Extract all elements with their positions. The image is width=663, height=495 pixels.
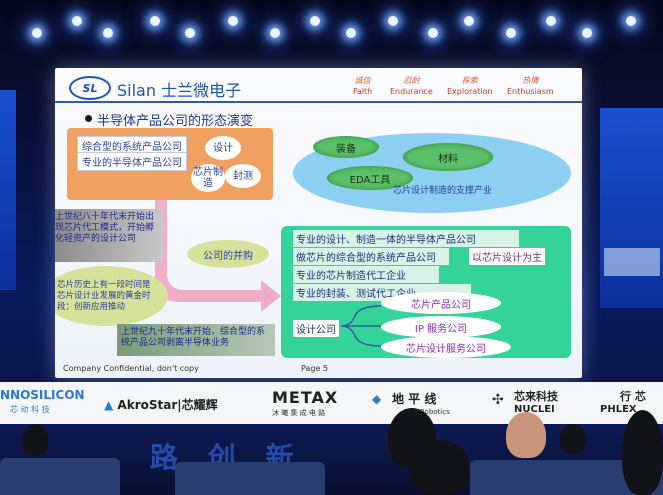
branch-chip-product: 芯片产品公司 (381, 292, 501, 314)
stage-light (626, 16, 636, 26)
right-side-screen (600, 108, 663, 308)
sponsor-phlex: 行 芯 (620, 390, 646, 403)
audience-head (622, 410, 663, 495)
stage-light (582, 28, 592, 38)
row-idm: 专业的设计、制造一体的半导体产品公司 (293, 230, 519, 247)
akrostar-icon: ▲ (104, 398, 114, 412)
sponsor-akrostar: ▲ AkroStar|芯耀辉 (104, 396, 218, 413)
branch-ip-service: IP 服务公司 (381, 316, 501, 338)
branch-connector (341, 305, 382, 347)
sponsor-nuclei: 芯来科技 (514, 390, 558, 403)
green-panel: 专业的设计、制造一体的半导体产品公司 做芯片的综合型的系统产品公司 以芯片设计为… (281, 226, 571, 358)
sponsor-horizon-sub: Robotics (420, 408, 450, 416)
nuclei-icon: ✣ (492, 392, 504, 408)
motto-zh: 忍耐 (403, 76, 420, 85)
seat-row (175, 462, 325, 495)
support-caption: 芯片设计制造的支撑产业 (393, 186, 493, 196)
stage-light (346, 28, 356, 38)
motto-en: Exploration (447, 87, 493, 96)
branch-design-service: 芯片设计服务公司 (381, 336, 511, 358)
note-golden-age: 芯片历史上有一段时间是芯片设计业发展的黄金时段：创新应用推动 (55, 266, 168, 326)
note-foundry-model: 上世纪八十年代末开始出现芯片代工模式，开始孵化轻资产的设计公司 (55, 209, 163, 262)
motto-faith: 诚信 Faith (353, 75, 372, 97)
oval-design: 设计 (205, 136, 241, 160)
box-design-company: 设计公司 (293, 320, 339, 337)
stage-light (310, 16, 320, 26)
sponsor-nuclei-sub: NUCLEI (514, 404, 555, 415)
stage-light (506, 28, 516, 38)
stage-light (270, 28, 280, 38)
motto-en: Enthusiasm (507, 87, 554, 96)
left-side-screen (0, 90, 16, 290)
sponsor-akrostar-label: AkroStar|芯耀辉 (117, 398, 218, 412)
motto-zh: 诚信 (354, 76, 371, 85)
row-foundry: 专业的芯片制造代工企业 (293, 266, 439, 283)
stage-light (464, 16, 474, 26)
brand-name: Silan 士兰微电子 (117, 81, 242, 100)
stage-light (150, 16, 160, 26)
audience-head (560, 424, 586, 454)
presentation-slide: SL Silan 士兰微电子 诚信 Faith 忍耐 Endurance 探索 … (55, 68, 582, 378)
oval-chip-mfg: 芯片制造 (191, 164, 225, 192)
cloud-merger: 公司的并购 (187, 240, 269, 268)
orange-panel: 综合型的系统产品公司 专业的半导体产品公司 设计 芯片制造 封测 (67, 128, 273, 200)
tag-design-focus: 以芯片设计为主 (469, 248, 545, 265)
cloud-equipment: 装备 (313, 136, 379, 158)
row-system-chip: 做芯片的综合型的系统产品公司 (293, 248, 449, 265)
sponsor-phlex-sub: PHLEX (600, 404, 637, 415)
cloud-materials: 材料 (403, 143, 493, 171)
sponsor-innosilicon-sub: 芯 动 科 技 (10, 405, 50, 414)
audience-head (22, 424, 48, 456)
motto-enthusiasm: 热情 Enthusiasm (507, 75, 554, 97)
oval-package-test: 封测 (225, 164, 261, 188)
title-bullet (85, 115, 92, 122)
audience-head (506, 412, 546, 458)
note-spinoff: 上世纪九十年代末开始，综合型的系统产品公司剥离半导体业务 (117, 324, 275, 356)
stage-light (546, 16, 556, 26)
page-number: Page 5 (301, 364, 328, 373)
stage-light (103, 28, 113, 38)
sponsor-metax: METAX (272, 388, 339, 407)
stage-light (228, 16, 238, 26)
motto-en: Faith (353, 87, 373, 96)
stage-light (72, 16, 82, 26)
slide-title: 半导体产品公司的形态演变 (97, 114, 254, 129)
seat-row (0, 458, 120, 495)
sponsor-metax-sub: 沐 曦 集 成 电 路 (272, 409, 326, 417)
stage-light (32, 28, 42, 38)
motto-zh: 探索 (461, 76, 478, 85)
silan-logo: SL (69, 76, 111, 100)
sponsor-horizon: 地 平 线 (392, 392, 437, 406)
motto-zh: 热情 (522, 76, 539, 85)
cloud-eda: EDA工具 (327, 166, 413, 190)
confidential-footer: Company Confidential, don't copy (63, 364, 199, 373)
stage-light (185, 28, 195, 38)
header-divider (55, 101, 582, 103)
sponsor-banner: NNOSILICON 芯 动 科 技 ▲ AkroStar|芯耀辉 METAX … (0, 382, 663, 424)
motto-exploration: 探索 Exploration (447, 75, 493, 97)
motto-endurance: 忍耐 Endurance (390, 75, 433, 97)
right-screen-graphic (604, 248, 660, 276)
motto-en: Endurance (390, 87, 433, 96)
audience-head (410, 440, 470, 495)
stage-light (428, 28, 438, 38)
box-semiconductor-company: 专业的半导体产品公司 (77, 152, 187, 171)
stage-light (388, 16, 398, 26)
sponsor-innosilicon: NNOSILICON (0, 388, 85, 402)
horizon-icon: ◆ (372, 392, 382, 406)
